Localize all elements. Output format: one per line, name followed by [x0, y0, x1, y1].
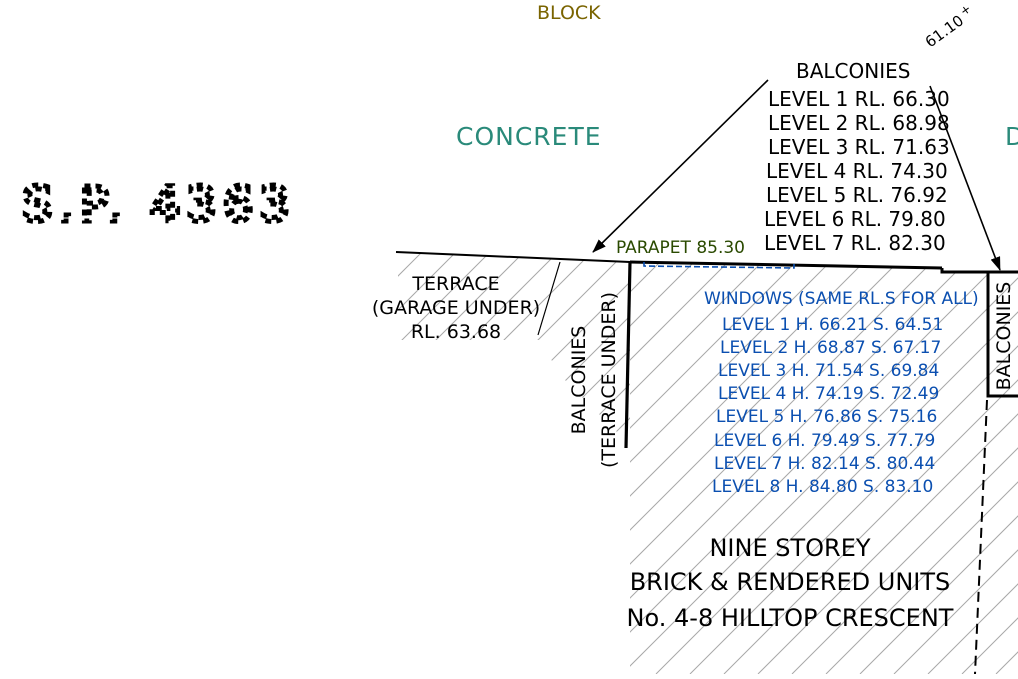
hatch-line	[398, 252, 401, 445]
terrace-subtitle: (GARAGE UNDER)	[372, 297, 540, 319]
balcony-level-line: LEVEL 7 RL. 82.30	[764, 231, 946, 255]
hatch-line	[630, 262, 911, 674]
terrace-title: TERRACE	[411, 273, 499, 295]
balcony-level-line: LEVEL 1 RL. 66.30	[768, 87, 950, 111]
building-roof-line	[629, 260, 943, 270]
hatch-line	[630, 262, 945, 674]
building-hatching	[630, 262, 1018, 674]
window-level-line: LEVEL 3 H. 71.54 S. 69.84	[718, 361, 939, 381]
block-label: BLOCK	[537, 2, 601, 24]
hatch-line	[927, 262, 1018, 674]
balconies-left-vertical: BALCONIES (TERRACE UNDER)	[568, 292, 620, 468]
strata-plan-label: S.P. 4363	[22, 177, 296, 233]
building-roof-step	[940, 268, 1018, 274]
hatch-line	[630, 262, 741, 674]
corner-rl-label: 61.10	[922, 11, 967, 51]
hatch-line	[893, 262, 1018, 674]
building-address: No. 4-8 HILLTOP CRESCENT	[627, 604, 954, 632]
hatch-line	[791, 262, 1018, 674]
windows-title: WINDOWS (SAME RL.S FOR ALL)	[704, 289, 979, 309]
hatch-line	[630, 262, 707, 674]
window-level-line: LEVEL 5 H. 76.86 S. 75.16	[716, 407, 937, 427]
building-description: NINE STOREY BRICK & RENDERED UNITS No. 4…	[627, 534, 954, 632]
window-level-line: LEVEL 8 H. 84.80 S. 83.10	[712, 477, 933, 497]
hatch-line	[630, 262, 843, 674]
hatch-line	[630, 262, 809, 674]
terrace-rl: RL. 63.68	[411, 321, 501, 343]
corner-rl-group: 61.10 +	[922, 1, 974, 51]
hatch-line	[630, 262, 1018, 674]
balconies-left-title: BALCONIES	[568, 326, 590, 435]
hatch-line	[723, 262, 1018, 674]
balcony-level-line: LEVEL 2 RL. 68.98	[768, 111, 950, 135]
hatch-line	[825, 262, 1018, 674]
hatch-line	[630, 262, 775, 674]
hatch-line	[630, 262, 1013, 674]
concrete-label: CONCRETE	[456, 122, 602, 151]
hatch-line	[630, 262, 979, 674]
balconies-leader-right	[929, 85, 1001, 271]
window-level-line: LEVEL 1 H. 66.21 S. 64.51	[722, 315, 943, 335]
hatch-line	[398, 252, 435, 445]
parapet-label: PARAPET 85.30	[616, 238, 745, 258]
balconies-levels-block: BALCONIES LEVEL 1 RL. 66.30 LEVEL 2 RL. …	[764, 59, 950, 255]
balconies-title: BALCONIES	[796, 59, 910, 83]
top-boundary-line	[395, 251, 631, 263]
balconies-leader-left	[592, 79, 769, 253]
hatch-line	[398, 252, 503, 445]
dashed-boundary-line	[974, 399, 988, 675]
window-level-line: LEVEL 4 H. 74.19 S. 72.49	[718, 384, 939, 404]
hatch-line	[757, 262, 1018, 674]
balcony-level-line: LEVEL 6 RL. 79.80	[764, 207, 946, 231]
balconies-right-vertical: BALCONIES	[993, 282, 1015, 391]
window-level-line: LEVEL 7 H. 82.14 S. 80.44	[714, 454, 935, 474]
boundary-lines	[395, 251, 1018, 675]
hatch-line	[689, 262, 1018, 674]
hatch-line	[859, 262, 1018, 674]
window-level-line: LEVEL 2 H. 68.87 S. 67.17	[720, 338, 941, 358]
building-west-wall	[624, 261, 632, 449]
right-balcony-outline	[986, 270, 1018, 398]
balcony-level-line: LEVEL 5 RL. 76.92	[766, 183, 948, 207]
balconies-left-subtitle: (TERRACE UNDER)	[598, 292, 620, 468]
balconies-right-label: BALCONIES	[993, 282, 1015, 391]
terrace-divider-line	[537, 261, 561, 336]
hatch-line	[485, 252, 630, 445]
building-storeys: NINE STOREY	[709, 534, 870, 562]
terrace-label-block: TERRACE (GARAGE UNDER) RL. 63.68	[372, 273, 540, 343]
hatch-line	[655, 262, 1018, 674]
windows-levels-block: WINDOWS (SAME RL.S FOR ALL) LEVEL 1 H. 6…	[704, 289, 979, 497]
concrete-label-right: D	[1005, 122, 1018, 151]
balcony-level-line: LEVEL 4 RL. 74.30	[766, 159, 948, 183]
window-parapet-dashed	[643, 262, 795, 269]
window-level-line: LEVEL 6 H. 79.49 S. 77.79	[714, 431, 935, 451]
hatch-line	[398, 252, 469, 445]
building-construction: BRICK & RENDERED UNITS	[630, 568, 951, 596]
hatch-line	[630, 262, 877, 674]
balcony-level-line: LEVEL 3 RL. 71.63	[768, 135, 950, 159]
hatch-line	[587, 252, 630, 445]
